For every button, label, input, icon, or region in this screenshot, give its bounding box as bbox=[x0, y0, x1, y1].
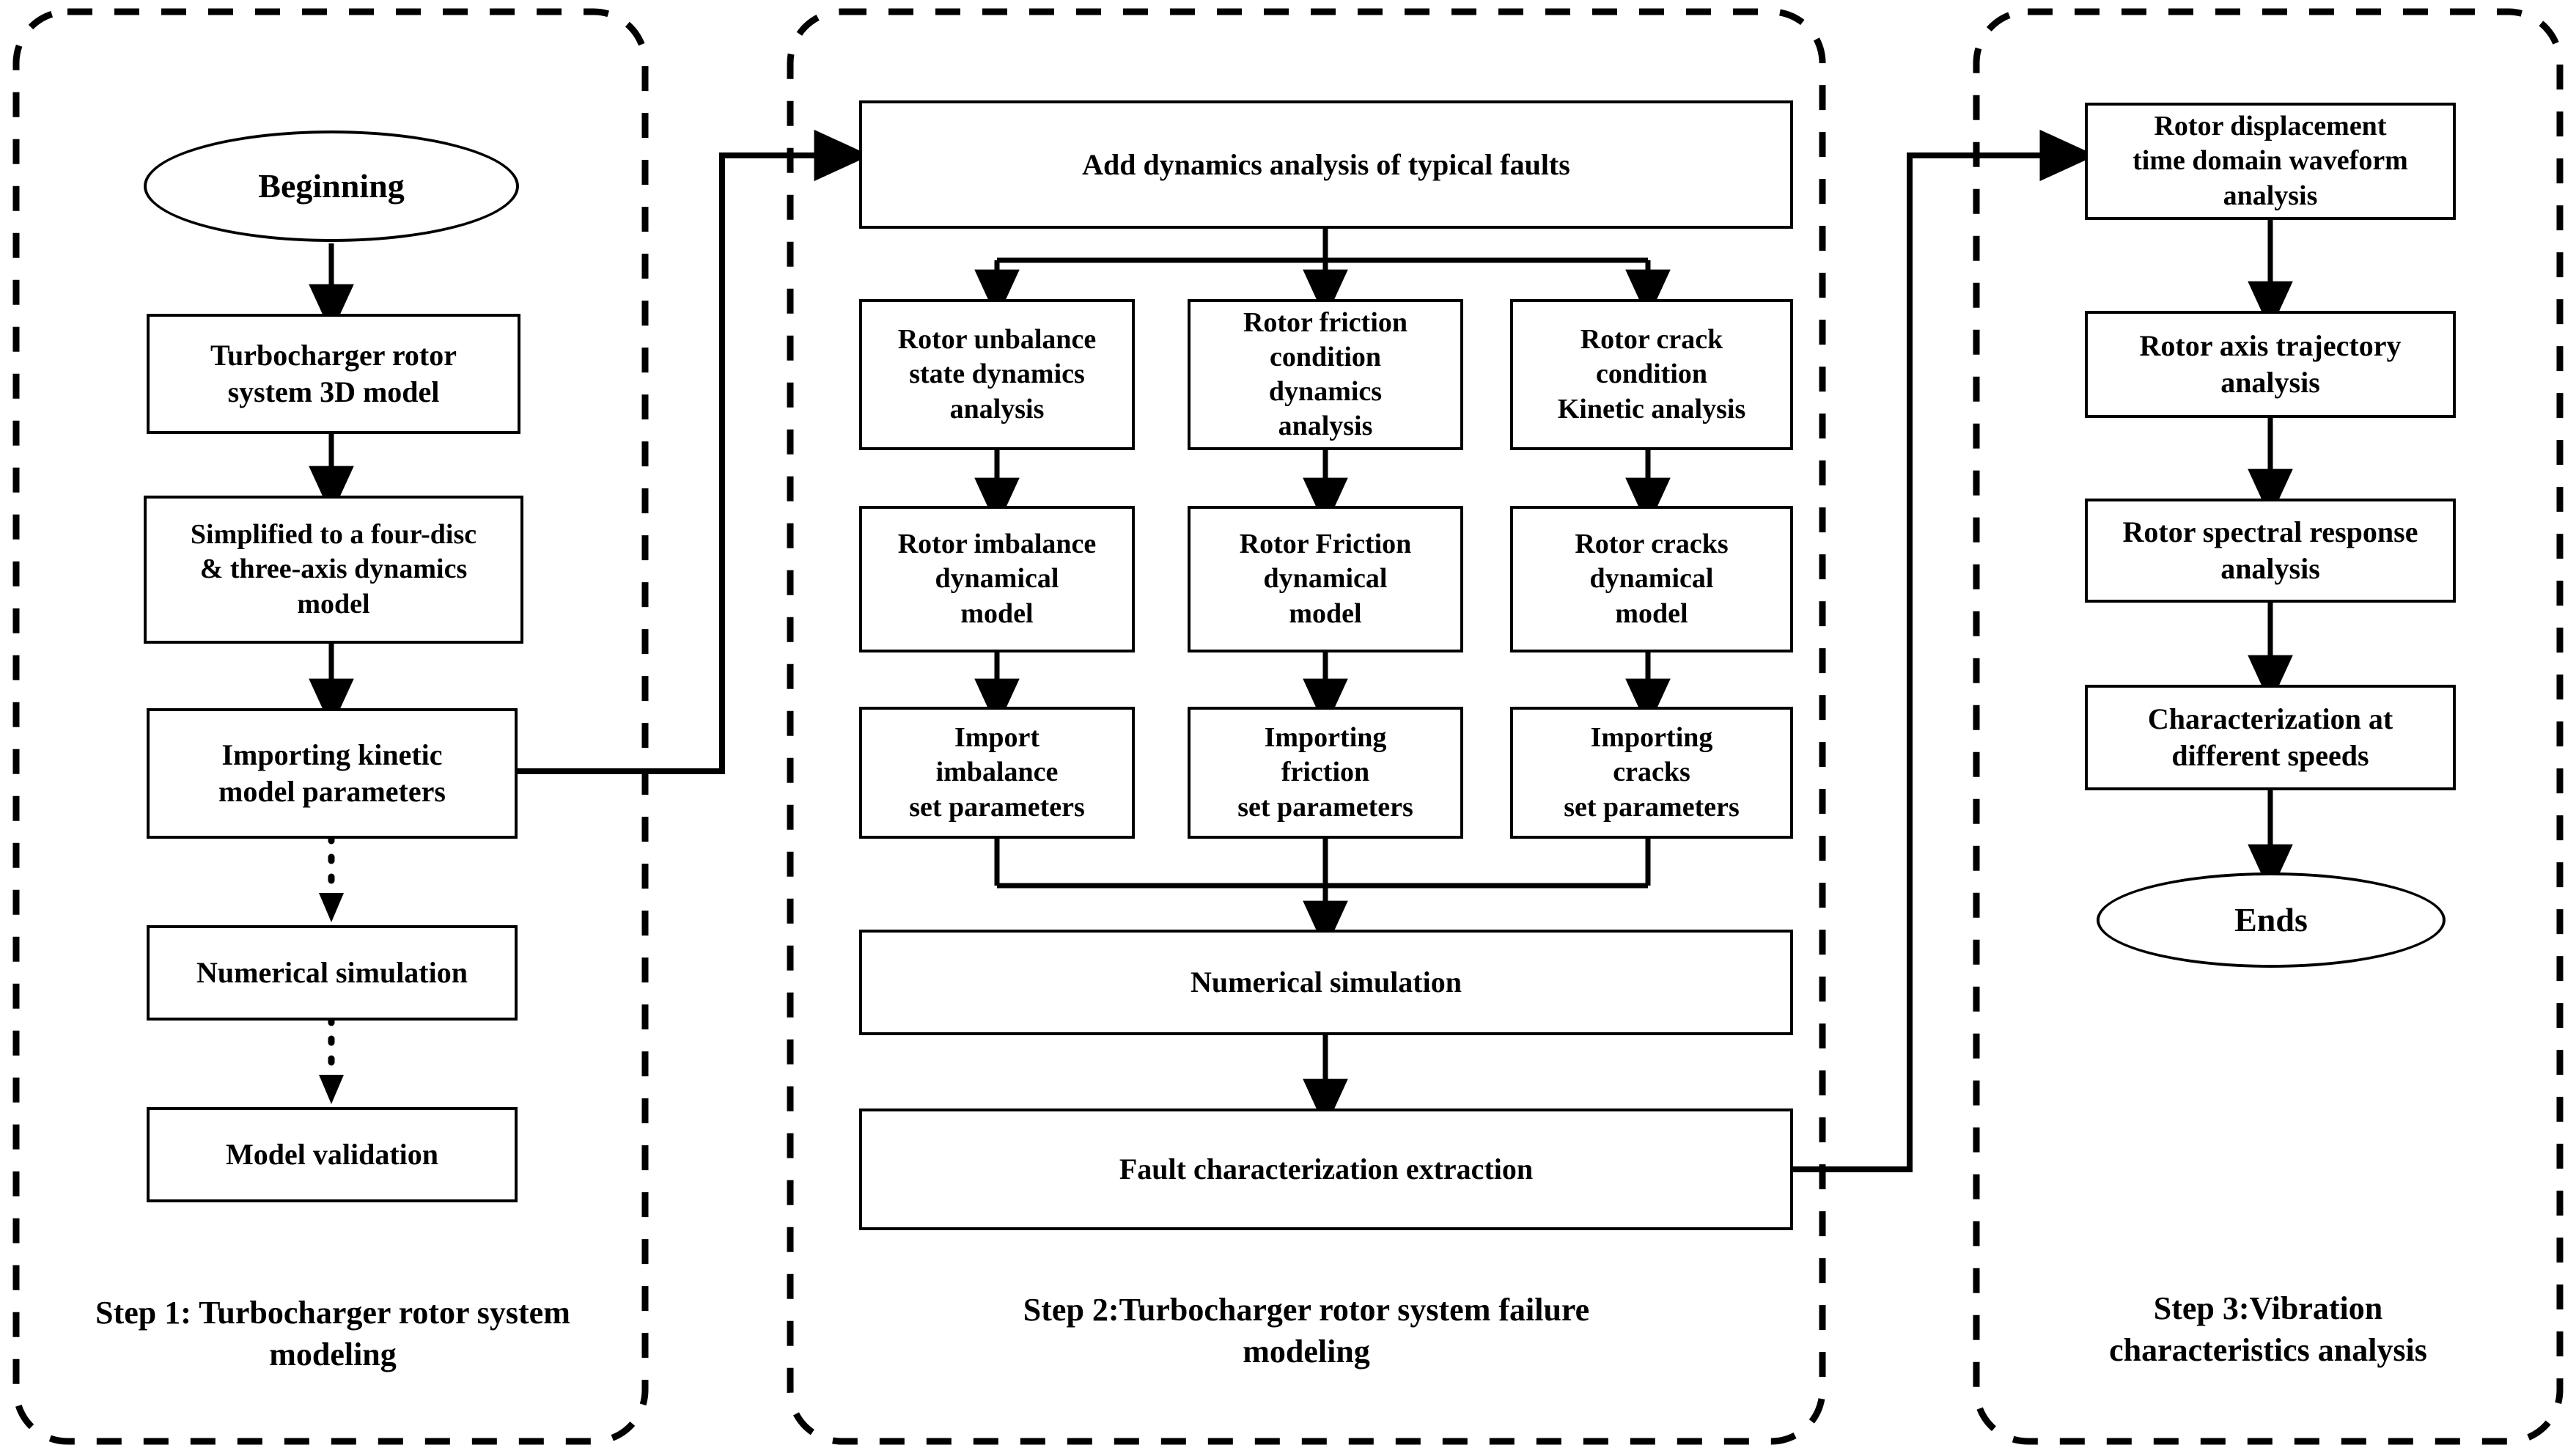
node-label: Import imbalance set parameters bbox=[909, 722, 1085, 823]
edge-step1-to-step2 bbox=[517, 129, 871, 774]
node-axis-trajectory[interactable]: Rotor axis trajectory analysis bbox=[2085, 311, 2456, 418]
node-characterization-speeds[interactable]: Characterization at different speeds bbox=[2085, 685, 2456, 790]
node-label: Importing cracks set parameters bbox=[1564, 722, 1740, 823]
node-numerical-simulation-1[interactable]: Numerical simulation bbox=[147, 925, 518, 1021]
node-simplified-model[interactable]: Simplified to a four-disc & three-axis d… bbox=[144, 496, 523, 644]
node-ends[interactable]: Ends bbox=[2097, 872, 2446, 968]
node-label: Beginning bbox=[258, 167, 405, 205]
step1-container bbox=[12, 8, 649, 1445]
node-label: Rotor cracks dynamical model bbox=[1575, 529, 1729, 629]
node-label: Turbocharger rotor system 3D model bbox=[210, 339, 457, 408]
arrowhead-numsim1-to-validation bbox=[319, 1075, 344, 1104]
node-label: Fault characterization extraction bbox=[1119, 1152, 1534, 1186]
node-label: Add dynamics analysis of typical faults bbox=[1082, 147, 1570, 181]
node-time-domain-waveform[interactable]: Rotor displacement time domain waveform … bbox=[2085, 103, 2456, 220]
node-label: Rotor displacement time domain waveform … bbox=[2132, 111, 2408, 211]
node-label: Ends bbox=[2234, 901, 2308, 939]
node-label: Simplified to a four-disc & three-axis d… bbox=[190, 519, 477, 619]
node-label: Rotor spectral response analysis bbox=[2122, 515, 2418, 585]
node-label: Rotor Friction dynamical model bbox=[1239, 529, 1412, 629]
step2-container bbox=[787, 8, 1826, 1445]
step2-caption-text: Step 2:Turbocharger rotor system failure… bbox=[1023, 1292, 1590, 1370]
step1-caption: Step 1: Turbocharger rotor system modeli… bbox=[29, 1292, 636, 1375]
node-add-dynamics[interactable]: Add dynamics analysis of typical faults bbox=[859, 100, 1793, 229]
node-unbalance-analysis[interactable]: Rotor unbalance state dynamics analysis bbox=[859, 299, 1135, 450]
node-label: Rotor friction condition dynamics analys… bbox=[1243, 306, 1408, 442]
node-friction-analysis[interactable]: Rotor friction condition dynamics analys… bbox=[1188, 299, 1463, 450]
node-label: Rotor imbalance dynamical model bbox=[897, 529, 1097, 629]
node-label: Numerical simulation bbox=[1191, 966, 1462, 999]
step3-caption: Step 3:Vibration characteristics analysi… bbox=[1988, 1287, 2548, 1371]
node-cracks-model[interactable]: Rotor cracks dynamical model bbox=[1510, 506, 1793, 652]
node-import-cracks[interactable]: Importing cracks set parameters bbox=[1510, 707, 1793, 839]
step2-caption: Step 2:Turbocharger rotor system failure… bbox=[814, 1289, 1799, 1372]
node-numerical-simulation-2[interactable]: Numerical simulation bbox=[859, 930, 1793, 1035]
step1-caption-text: Step 1: Turbocharger rotor system modeli… bbox=[95, 1295, 570, 1373]
node-beginning[interactable]: Beginning bbox=[144, 130, 519, 242]
node-spectral-response[interactable]: Rotor spectral response analysis bbox=[2085, 499, 2456, 603]
node-label: Numerical simulation bbox=[196, 956, 468, 990]
node-model-validation[interactable]: Model validation bbox=[147, 1107, 518, 1202]
node-label: Rotor unbalance state dynamics analysis bbox=[897, 324, 1097, 424]
node-label: Rotor axis trajectory analysis bbox=[2139, 329, 2402, 399]
step3-container bbox=[1973, 8, 2564, 1445]
node-label: Model validation bbox=[225, 1138, 439, 1172]
node-crack-analysis[interactable]: Rotor crack condition Kinetic analysis bbox=[1510, 299, 1793, 450]
node-label: Rotor crack condition Kinetic analysis bbox=[1557, 324, 1746, 424]
node-fault-extraction[interactable]: Fault characterization extraction bbox=[859, 1108, 1793, 1230]
node-imbalance-model[interactable]: Rotor imbalance dynamical model bbox=[859, 506, 1135, 652]
node-rotor-3d-model[interactable]: Turbocharger rotor system 3D model bbox=[147, 314, 520, 434]
arrowhead-importing-to-numsim1 bbox=[319, 893, 344, 922]
edge-step2-to-step3 bbox=[1792, 129, 2097, 1172]
node-importing-kinetic[interactable]: Importing kinetic model parameters bbox=[147, 708, 518, 839]
node-import-friction[interactable]: Importing friction set parameters bbox=[1188, 707, 1463, 839]
node-label: Characterization at different speeds bbox=[2147, 702, 2393, 772]
node-label: Importing friction set parameters bbox=[1237, 722, 1413, 823]
node-import-imbalance[interactable]: Import imbalance set parameters bbox=[859, 707, 1135, 839]
step3-caption-text: Step 3:Vibration characteristics analysi… bbox=[2109, 1290, 2427, 1369]
node-label: Importing kinetic model parameters bbox=[218, 738, 446, 808]
node-friction-model[interactable]: Rotor Friction dynamical model bbox=[1188, 506, 1463, 652]
